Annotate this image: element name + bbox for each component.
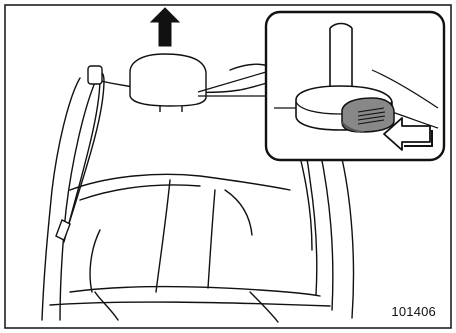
seat-cushion-front [50,302,330,306]
seatback-center-seam [156,180,170,292]
belt-strap-left [64,69,104,240]
seatback-center-seam-2 [208,190,215,288]
headrest [130,54,206,112]
belt-anchor [88,66,102,84]
seatback-mid-contour [70,174,290,190]
side-panel-edge [320,150,333,310]
up-arrow-icon [151,8,179,46]
seat-cushion-top [70,287,320,297]
detail-inset [266,12,444,160]
belt-buckle [56,220,70,240]
figure-id-label: 101406 [391,304,436,319]
headrest-cushion [130,54,206,106]
seat-belt [56,66,104,242]
